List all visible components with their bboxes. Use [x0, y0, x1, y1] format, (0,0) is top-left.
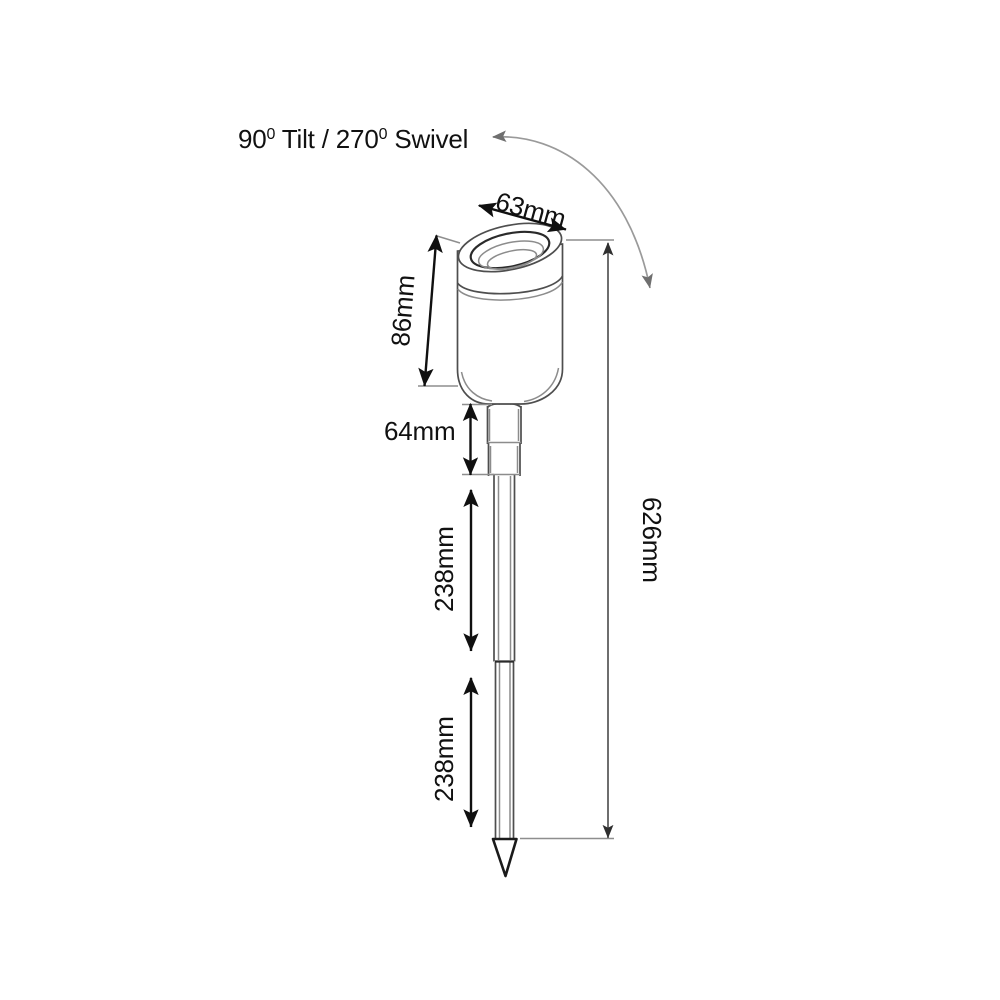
label-separator: / — [322, 124, 330, 154]
neck-sleeve — [487, 443, 521, 476]
dimension-label-64mm: 64mm — [384, 416, 455, 446]
dimension-label-86mm: 86mm — [385, 274, 421, 348]
dimension-238mm-upper: 238mm — [429, 488, 479, 652]
dimension-626mm-overall: 626mm — [520, 239, 667, 840]
tilt-word: Tilt — [282, 124, 316, 154]
dimension-label-238mm-lower: 238mm — [429, 716, 459, 802]
dimension-64mm: 64mm — [384, 402, 494, 476]
pivot-knuckle — [486, 399, 522, 444]
svg-text:900 Tilt / 2700 Swivel: 900 Tilt / 2700 Swivel — [238, 124, 468, 154]
swivel-tilt-arc-arrow — [491, 130, 653, 289]
tilt-degree-symbol: 0 — [267, 126, 276, 143]
spike-upper-shaft — [493, 474, 516, 662]
swivel-value: 270 — [336, 124, 379, 154]
spike-lower-shaft — [494, 662, 515, 841]
swivel-degree-symbol: 0 — [379, 126, 388, 143]
tilt-value: 90 — [238, 124, 267, 154]
dimension-86mm: 86mm — [385, 234, 461, 387]
swivel-word: Swivel — [394, 124, 468, 154]
dimension-label-626mm: 626mm — [637, 497, 667, 583]
dimension-238mm-lower: 238mm — [429, 676, 479, 828]
spike-tip — [491, 837, 518, 878]
tilt-swivel-label: 900 Tilt / 2700 Swivel — [238, 124, 468, 154]
dimension-label-238mm-upper: 238mm — [429, 526, 459, 612]
